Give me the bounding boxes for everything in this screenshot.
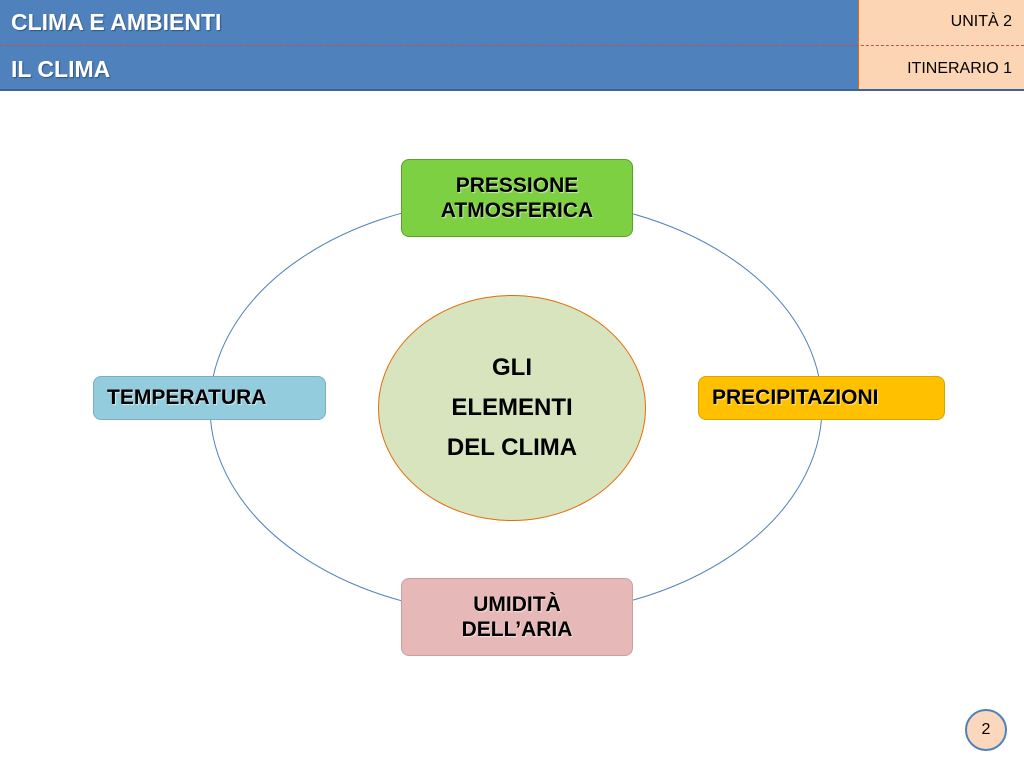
header-bottom-rule: [0, 89, 1024, 91]
node-pressione-atmosferica: PRESSIONE ATMOSFERICA: [401, 159, 633, 237]
header-divider: [0, 45, 1024, 46]
center-line-1: GLI: [492, 354, 532, 381]
center-line-3: DEL CLIMA: [446, 434, 578, 461]
node-pressione-line-1: PRESSIONE: [455, 173, 579, 197]
center-line-2: ELEMENTI: [451, 394, 573, 421]
page-number-badge: 2: [965, 709, 1007, 751]
unit-label: UNITÀ 2: [950, 13, 1012, 30]
node-temperatura-label: TEMPERATURA: [107, 386, 267, 410]
itinerary-label: ITINERARIO 1: [907, 60, 1012, 77]
center-concept: GLI ELEMENTI DEL CLIMA: [378, 295, 646, 521]
node-pressione-line-2: ATMOSFERICA: [440, 199, 594, 222]
header-vertical-divider: [858, 0, 859, 91]
slide-header: CLIMA E AMBIENTI IL CLIMA UNITÀ 2 ITINER…: [0, 0, 1024, 91]
node-precipitazioni-label: PRECIPITAZIONI: [712, 386, 879, 410]
node-temperatura: TEMPERATURA: [93, 376, 326, 420]
node-umidita-line-1: UMIDITÀ: [473, 592, 561, 616]
slide-subtitle: IL CLIMA: [11, 56, 111, 82]
node-umidita-aria: UMIDITÀ DELL’ARIA: [401, 578, 633, 656]
slide-title: CLIMA E AMBIENTI: [11, 9, 222, 35]
node-umidita-line-2: DELL’ARIA: [461, 618, 573, 641]
node-precipitazioni: PRECIPITAZIONI: [698, 376, 945, 420]
page-number: 2: [981, 721, 991, 738]
